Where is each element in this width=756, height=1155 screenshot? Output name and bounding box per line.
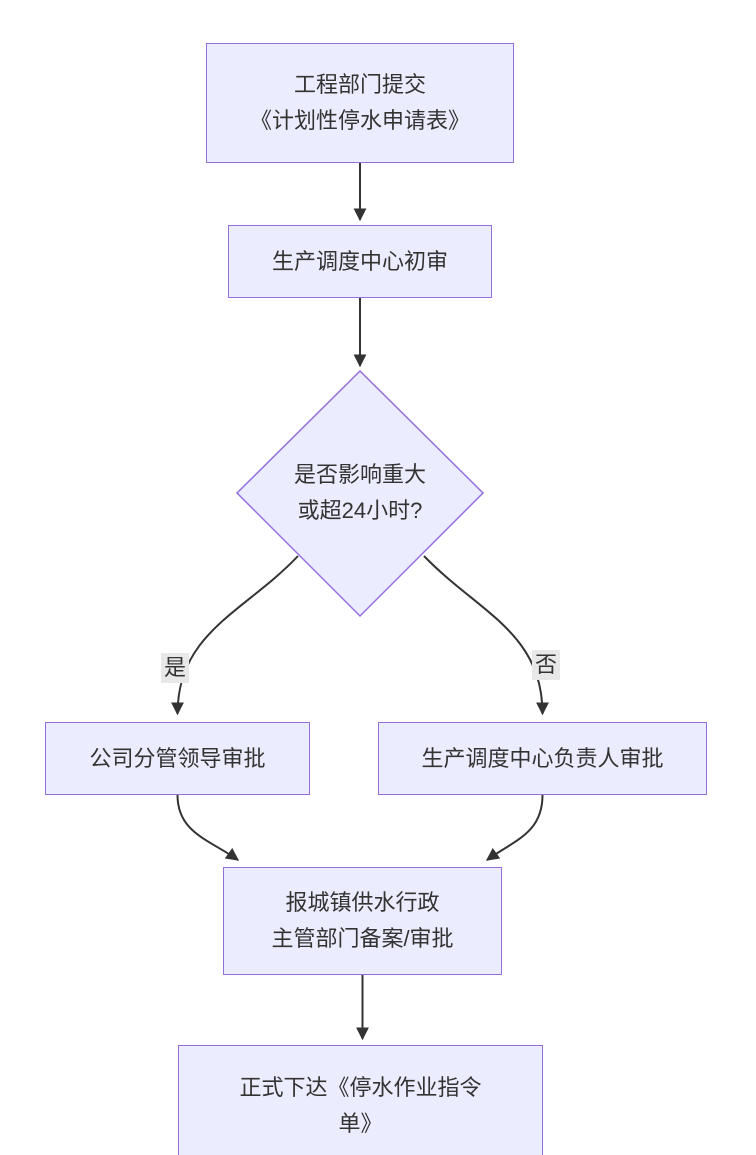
node-decision-line2: 或超24小时? <box>297 498 423 523</box>
node-submit-application-line2: 《计划性停水申请表》 <box>249 108 470 133</box>
edge-label-no: 否 <box>532 650 561 680</box>
node-leader-approval: 公司分管领导审批 <box>45 722 310 795</box>
node-center-head-approval: 生产调度中心负责人审批 <box>378 722 707 795</box>
node-gov-filing-line2: 主管部门备案/审批 <box>271 926 454 951</box>
edge-leader-approval-to-gov-filing <box>176 794 240 861</box>
node-center-head-approval-label: 生产调度中心负责人审批 <box>421 745 664 771</box>
edge-label-no-text: 否 <box>535 652 558 677</box>
edge-label-yes-text: 是 <box>164 655 187 680</box>
node-decision-line1: 是否影响重大 <box>293 462 426 487</box>
node-issue-order-line2: 单》 <box>338 1111 383 1136</box>
node-submit-application-line1: 工程部门提交 <box>293 72 426 97</box>
node-initial-review: 生产调度中心初审 <box>228 225 492 298</box>
decision-diamond-shape <box>235 369 485 618</box>
edge-decision-no-to-center-head-approval <box>423 555 549 716</box>
node-gov-filing-line1: 报城镇供水行政 <box>285 890 440 915</box>
edge-label-yes: 是 <box>161 653 190 683</box>
node-initial-review-label: 生产调度中心初审 <box>271 248 448 274</box>
node-leader-approval-label: 公司分管领导审批 <box>89 745 266 771</box>
node-decision-label: 是否影响重大 或超24小时? <box>250 457 470 529</box>
node-gov-filing: 报城镇供水行政 主管部门备案/审批 <box>223 867 502 975</box>
node-issue-order: 正式下达《停水作业指令 单》 <box>178 1045 543 1155</box>
edge-decision-yes-to-leader-approval <box>171 555 299 716</box>
edge-center-head-approval-to-gov-filing <box>485 794 544 861</box>
node-issue-order-line1: 正式下达《停水作业指令 <box>239 1075 482 1100</box>
node-submit-application: 工程部门提交 《计划性停水申请表》 <box>206 43 514 163</box>
